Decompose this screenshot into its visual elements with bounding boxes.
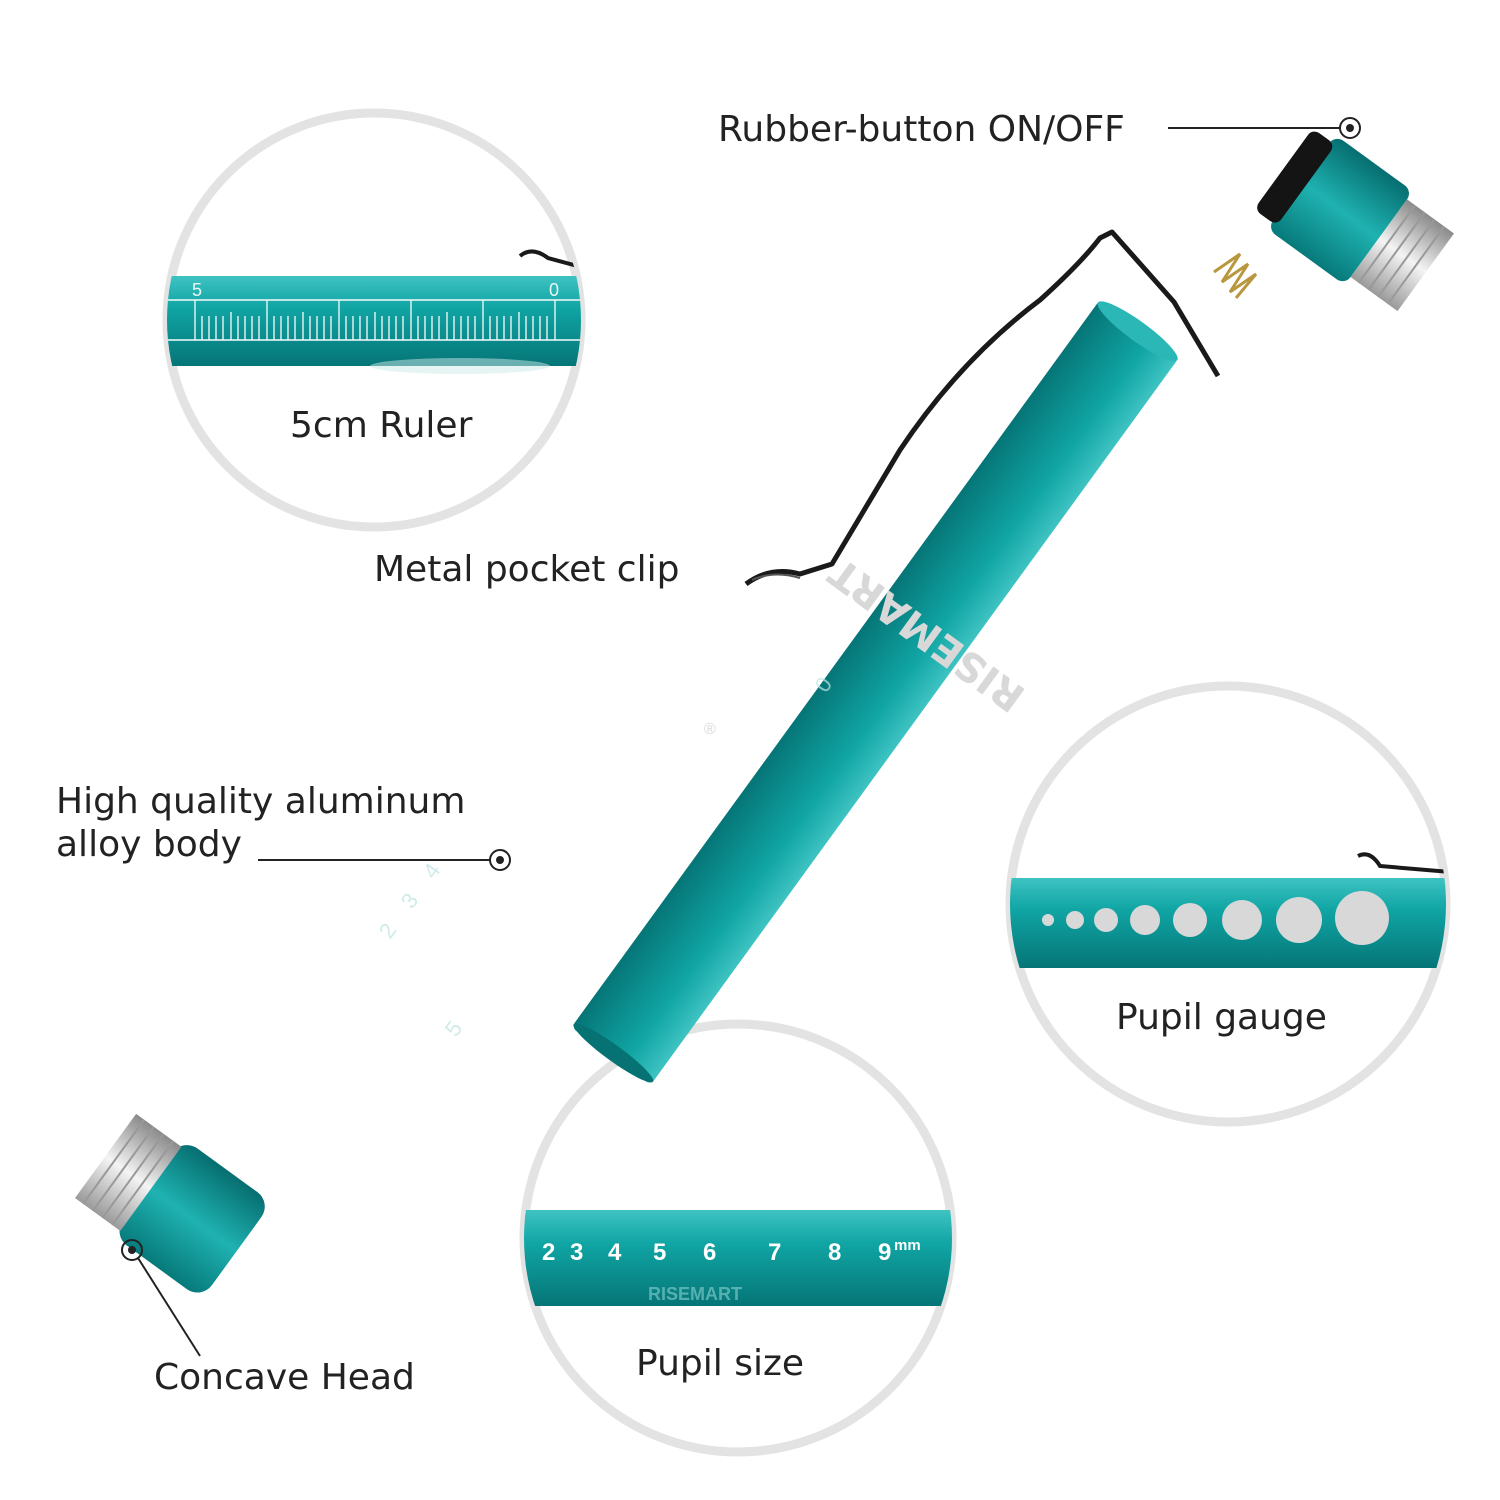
target-icon [1339, 117, 1361, 139]
body-scale-number: 2 [374, 918, 401, 943]
pupil-size-circle: 2 3 4 5 6 7 8 9 mm RISEMART [519, 1019, 957, 1457]
pupil-size-number: 2 [542, 1239, 555, 1266]
pupil-size-unit: mm [894, 1237, 921, 1254]
pupil-size-number: 5 [653, 1239, 666, 1266]
pupil-gauge-circle [1005, 681, 1451, 1127]
size-brand-mark: RISEMART [648, 1284, 742, 1304]
label-body-line1: High quality aluminum [56, 781, 466, 822]
body-scale-number: 5 [440, 1016, 467, 1041]
spring [1213, 252, 1258, 299]
label-pupil-size: Pupil size [636, 1343, 804, 1384]
button-cap [1213, 131, 1454, 312]
callout-body [258, 849, 511, 871]
pupil-size-number: 8 [828, 1239, 841, 1266]
pupil-size-number: 4 [608, 1239, 622, 1266]
brand-trademark: ® [704, 721, 716, 738]
target-icon [489, 849, 511, 871]
body-scale-number: 3 [396, 888, 423, 913]
label-pupil-gauge: Pupil gauge [1116, 997, 1327, 1038]
pupil-size-number: 9 [878, 1239, 891, 1266]
metal-pocket-clip [744, 229, 1221, 587]
concave-head [75, 1113, 265, 1293]
callout-head [121, 1239, 201, 1357]
label-aluminum-body: High quality aluminum alloy body [56, 780, 486, 866]
ruler-detail-circle: 5 0 [162, 108, 586, 532]
pupil-size-number: 6 [703, 1239, 716, 1266]
gauge-clip-tip [1357, 852, 1446, 874]
callout-button [1168, 117, 1361, 139]
label-concave-head: Concave Head [154, 1357, 415, 1398]
label-pocket-clip: Metal pocket clip [374, 549, 680, 590]
ruler-clip-tip [518, 249, 581, 274]
ruler-ticks [194, 300, 556, 340]
target-icon [121, 1239, 143, 1261]
ruler-mark-start: 5 [192, 280, 202, 300]
pupil-size-number: 3 [570, 1239, 583, 1266]
pupil-gauge-dots [1042, 891, 1389, 945]
label-rubber-button: Rubber-button ON/OFF [718, 109, 1125, 150]
ruler-mark-end: 0 [549, 280, 559, 300]
pupil-size-number: 7 [768, 1239, 781, 1266]
label-body-line2: alloy body [56, 824, 242, 866]
label-ruler: 5cm Ruler [290, 405, 473, 446]
